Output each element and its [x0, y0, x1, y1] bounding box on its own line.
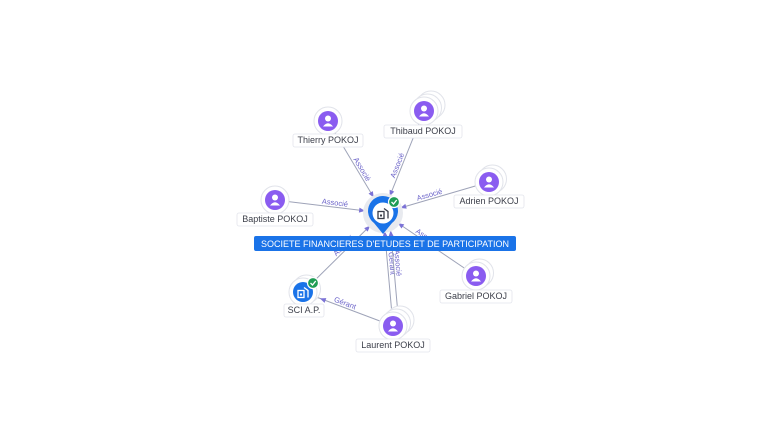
- company-building-icon: [377, 207, 389, 220]
- edge-label: Associé: [321, 197, 348, 209]
- node-label-box: [453, 194, 525, 209]
- edge-label: Associé: [388, 152, 406, 180]
- node-label-box: [439, 289, 513, 304]
- edge-arrow: [319, 298, 327, 303]
- edge-arrow: [358, 207, 366, 213]
- node-laurent[interactable]: Laurent POKOJ: [355, 305, 431, 353]
- node-adrien[interactable]: Adrien POKOJ: [453, 164, 525, 209]
- center-node[interactable]: SOCIETE FINANCIERES D'ETUDES ET DE PARTI…: [254, 193, 516, 251]
- node-label-box: [292, 133, 364, 148]
- edge-arrow: [388, 230, 394, 237]
- node-thibaud[interactable]: Thibaud POKOJ: [383, 90, 463, 139]
- person-icon: [383, 316, 403, 336]
- node-sci[interactable]: SCI A.P.: [283, 274, 325, 318]
- company-label: SOCIETE FINANCIERES D'ETUDES ET DE PARTI…: [261, 239, 509, 249]
- node-label: Baptiste POKOJ: [242, 214, 308, 224]
- edge-label: Gérant: [386, 252, 397, 277]
- node-label: Thibaud POKOJ: [390, 126, 456, 136]
- nodes-layer: Thierry POKOJ Thibaud POKOJ Adrien POKOJ Ba…: [236, 90, 525, 353]
- person-icon: [414, 101, 434, 121]
- person-icon: [265, 190, 285, 210]
- company-building-icon: [297, 286, 309, 299]
- node-thierry[interactable]: Thierry POKOJ: [292, 106, 364, 148]
- edge-label: Gérant: [333, 295, 358, 312]
- edge-label: Associé: [416, 187, 444, 203]
- edge-arrow: [364, 225, 371, 232]
- node-label-box: [283, 303, 325, 318]
- check-badge-icon: [387, 195, 401, 209]
- company-node-icon: [293, 282, 313, 302]
- company-label-box: [254, 236, 516, 251]
- node-label-box: [383, 124, 463, 139]
- edge-arrow: [368, 191, 374, 198]
- node-label: Adrien POKOJ: [459, 196, 518, 206]
- edge-arrow: [397, 223, 405, 229]
- node-label: Laurent POKOJ: [361, 340, 425, 350]
- node-label: Thierry POKOJ: [297, 135, 358, 145]
- person-icon: [479, 172, 499, 192]
- node-label-box: [355, 338, 431, 353]
- node-label: Gabriel POKOJ: [445, 291, 507, 301]
- node-baptiste[interactable]: Baptiste POKOJ: [236, 185, 314, 227]
- person-icon: [318, 111, 338, 131]
- edge-arrow: [382, 230, 388, 238]
- edge-label: Associé: [392, 249, 403, 276]
- person-icon: [466, 266, 486, 286]
- node-label: SCI A.P.: [288, 305, 321, 315]
- node-label-box: [236, 212, 314, 227]
- node-gabriel[interactable]: Gabriel POKOJ: [439, 258, 513, 304]
- check-badge-icon: [306, 276, 320, 290]
